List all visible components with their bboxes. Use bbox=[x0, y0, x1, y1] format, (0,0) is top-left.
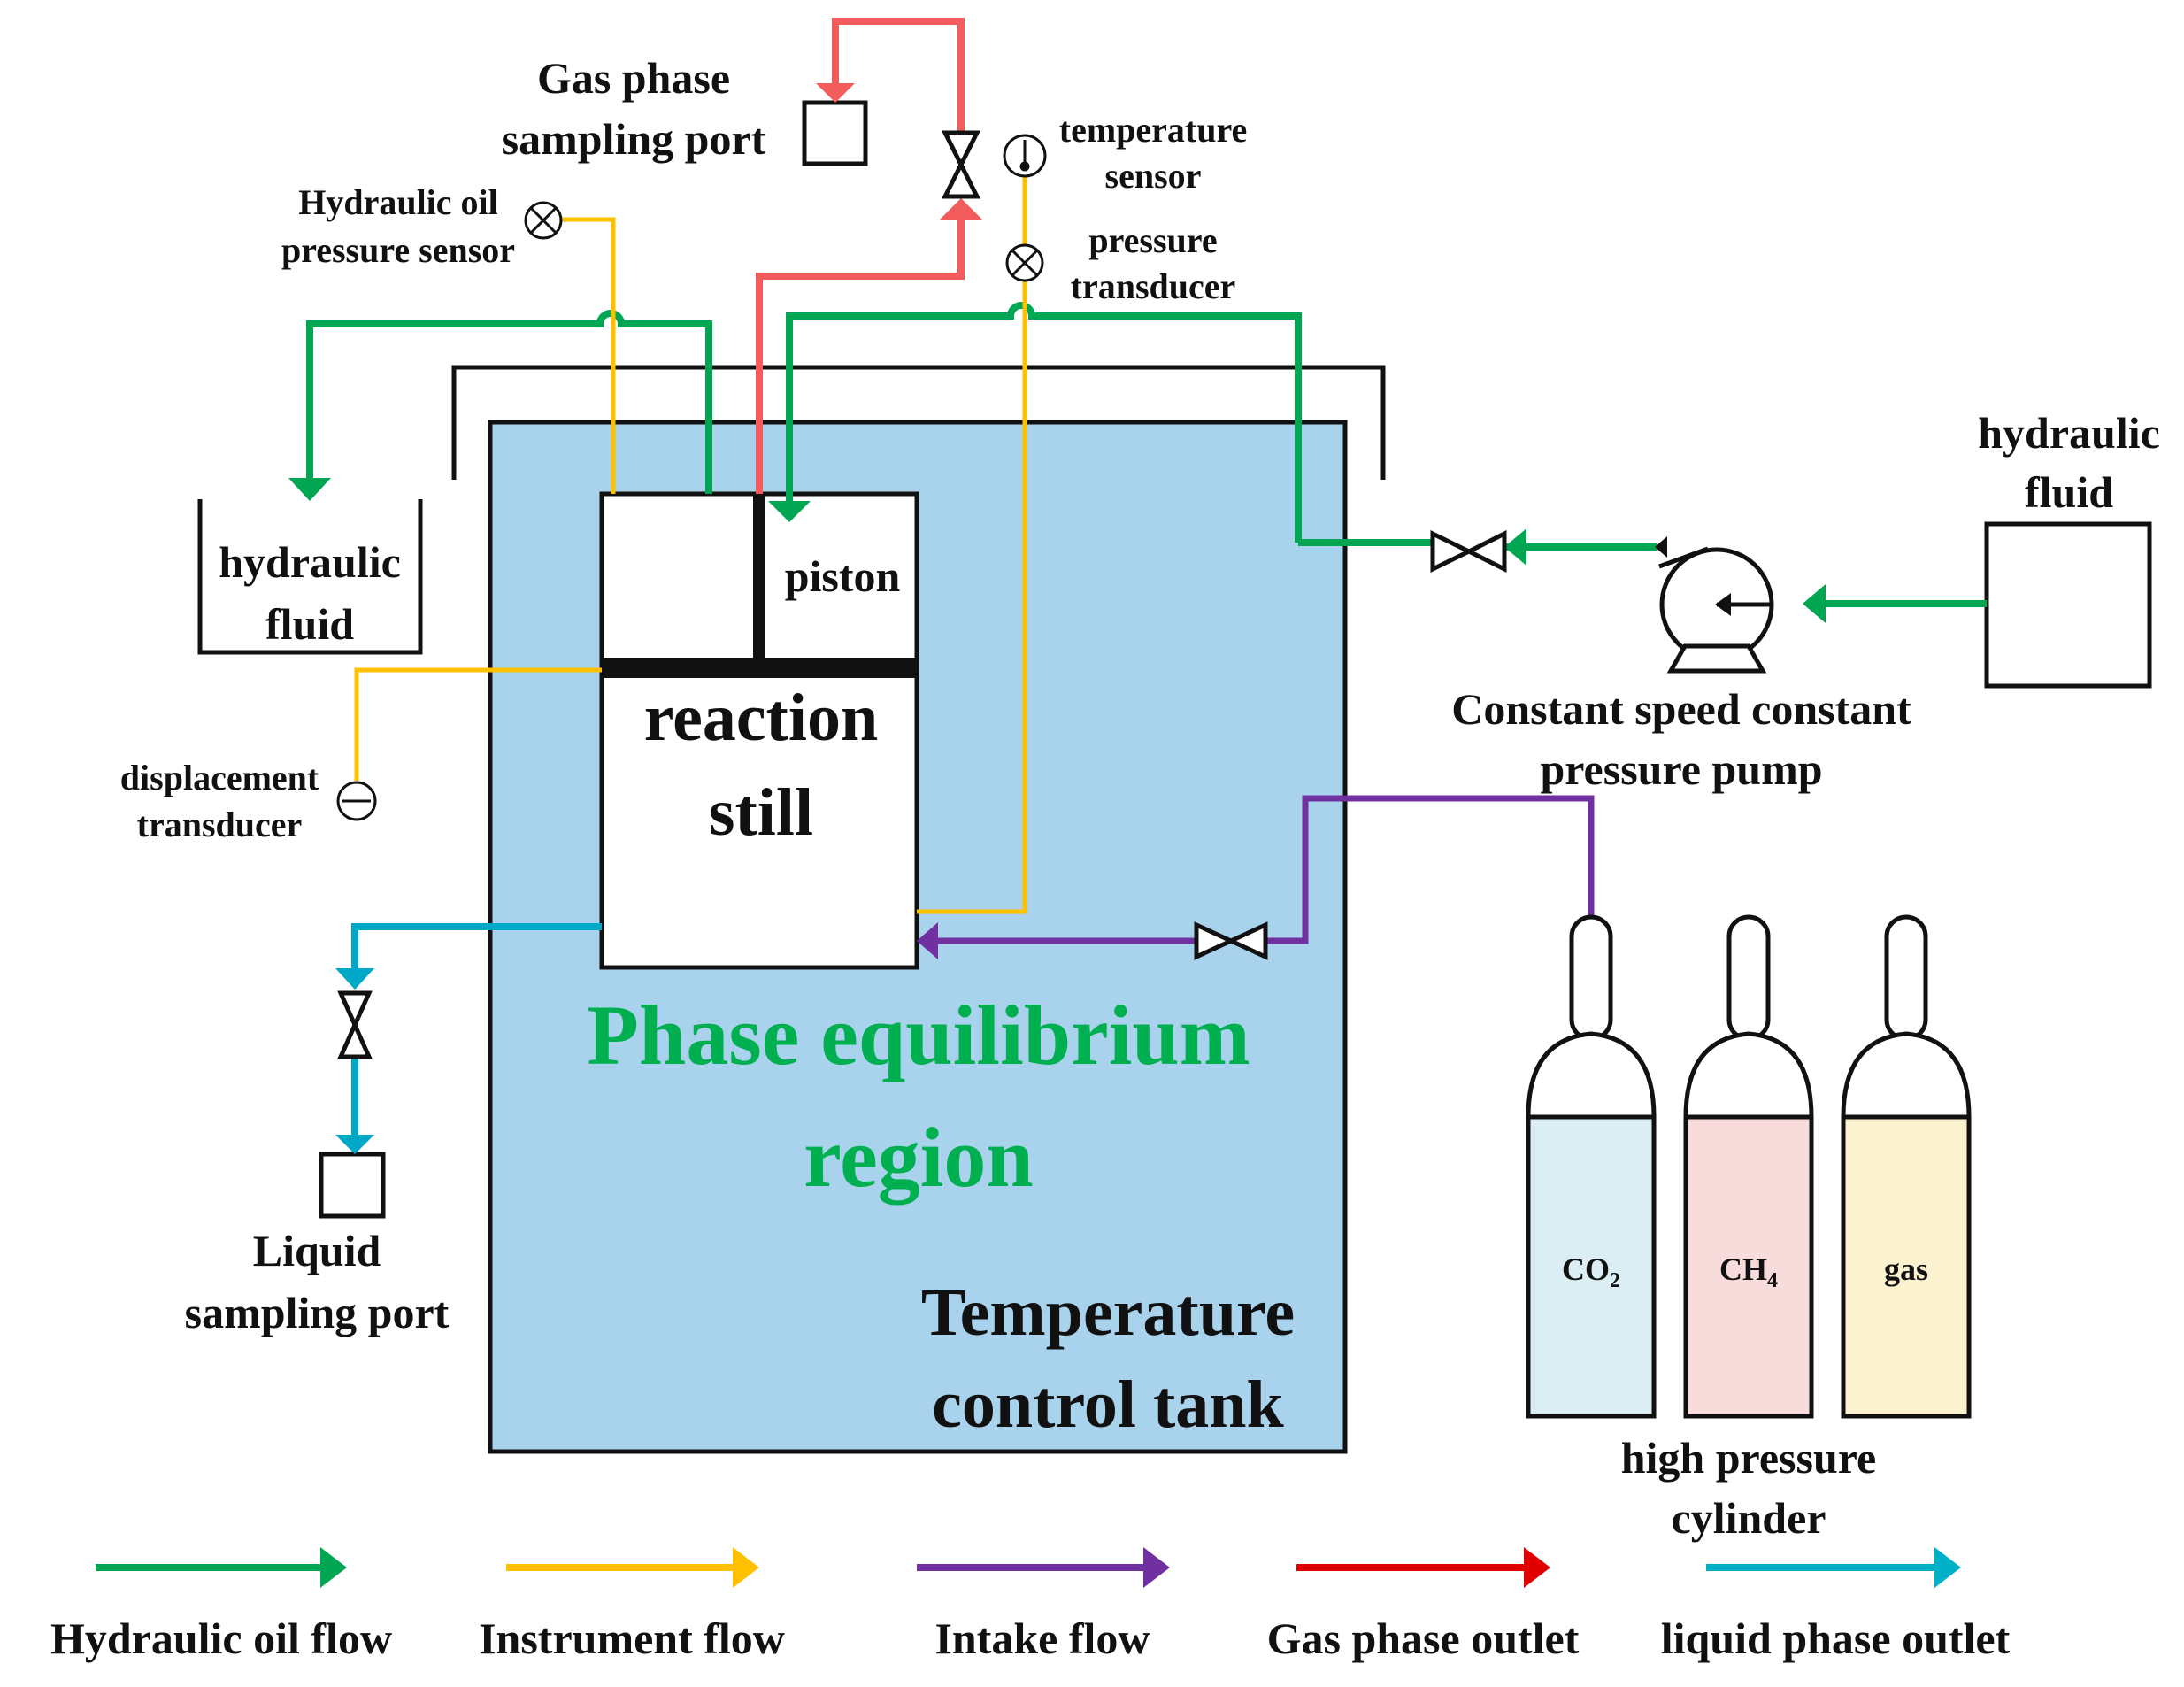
tank-lid bbox=[451, 365, 1386, 480]
hydraulic-fluid-right-label-1: hydraulic bbox=[1978, 408, 2160, 458]
constant-speed-pump bbox=[1658, 546, 1774, 674]
legend-arrow-instrument bbox=[733, 1547, 759, 1588]
hydraulic-fluid-reservoir-right bbox=[1984, 521, 2152, 689]
hydraulic-inlet-valve bbox=[1430, 529, 1507, 574]
gas-phase-sampling-port-label-2: sampling port bbox=[502, 114, 766, 164]
displacement-transducer-label-1: displacement bbox=[120, 758, 319, 797]
pump-label-2: pressure pump bbox=[1540, 744, 1822, 794]
hydraulic-oil-pressure-sensor-label-1: Hydraulic oil bbox=[298, 182, 498, 222]
legend-arrow-liquid-outlet bbox=[1934, 1547, 1961, 1588]
piston-rod bbox=[753, 494, 765, 662]
liquid-arrow-to-valve bbox=[335, 968, 374, 990]
displacement-transducer-label-2: transducer bbox=[137, 805, 303, 844]
hydraulic-oil-pressure-sensor-label-2: pressure sensor bbox=[281, 230, 515, 270]
gas-cylinder bbox=[1841, 914, 1972, 1419]
instrument-lines bbox=[354, 175, 1027, 914]
legend-label-hydraulic: Hydraulic oil flow bbox=[50, 1614, 392, 1663]
intake-valve bbox=[1194, 921, 1268, 960]
liquid-arrow-to-port bbox=[335, 1135, 374, 1154]
hydraulic-oil-lines bbox=[306, 302, 1987, 607]
gas-phase-sampling-port-label-1: Gas phase bbox=[537, 53, 730, 103]
arrow-to-left-reservoir bbox=[288, 478, 331, 501]
pressure-transducer-label-2: transducer bbox=[1071, 266, 1236, 306]
co2-label: CO2 bbox=[1562, 1252, 1620, 1292]
reaction-still-label-1: reaction bbox=[644, 681, 879, 755]
pressure-transducer bbox=[1005, 243, 1044, 282]
temperature-sensor bbox=[1003, 134, 1047, 178]
legend-arrow-hydraulic bbox=[320, 1547, 347, 1588]
co2-cylinder bbox=[1526, 914, 1657, 1419]
pump-label-1: Constant speed constant bbox=[1451, 684, 1911, 734]
phase-equilibrium-region-label-1: Phase equilibrium bbox=[587, 988, 1250, 1082]
gas-label: gas bbox=[1884, 1252, 1928, 1287]
pump-outlet-arrow bbox=[1655, 536, 1667, 558]
co2-cylinder-fill bbox=[1526, 1114, 1657, 1419]
gas-outlet-valve bbox=[941, 130, 981, 199]
reaction-still-label-2: still bbox=[709, 775, 813, 850]
high-pressure-cylinder-label-1: high pressure bbox=[1621, 1433, 1877, 1483]
liquid-sampling-port-label-1: Liquid bbox=[253, 1226, 381, 1275]
legend: Hydraulic oil flow Instrument flow Intak… bbox=[50, 1547, 2011, 1663]
hydraulic-fluid-reservoir-left bbox=[197, 499, 423, 655]
arrow-to-piston-chamber bbox=[768, 501, 811, 522]
intake-arrow-to-still bbox=[917, 922, 938, 959]
legend-label-intake: Intake flow bbox=[934, 1614, 1150, 1663]
hydraulic-oil-pressure-sensor bbox=[524, 201, 563, 240]
gas-outlet-arrow-to-port bbox=[816, 83, 855, 103]
hydraulic-fluid-left-label-1: hydraulic bbox=[219, 537, 401, 587]
liquid-phase-outlet-lines bbox=[351, 923, 602, 1136]
phase-equilibrium-region-label-2: region bbox=[804, 1110, 1034, 1205]
temperature-sensor-label-1: temperature bbox=[1059, 110, 1248, 150]
liquid-sampling-port-label-2: sampling port bbox=[185, 1288, 450, 1337]
legend-label-gas-outlet: Gas phase outlet bbox=[1267, 1614, 1580, 1663]
temperature-control-tank-label-2: control tank bbox=[932, 1367, 1284, 1442]
piston-label: piston bbox=[785, 551, 901, 601]
legend-label-liquid-outlet: liquid phase outlet bbox=[1661, 1614, 2011, 1663]
high-pressure-cylinder-label-2: cylinder bbox=[1672, 1493, 1826, 1543]
piston-plate bbox=[602, 658, 917, 678]
gas-cylinder-fill bbox=[1841, 1114, 1972, 1419]
hydraulic-fluid-left-label-2: fluid bbox=[265, 599, 354, 649]
gas-outlet-arrow-up bbox=[940, 198, 982, 220]
hydraulic-fluid-right-label-2: fluid bbox=[2025, 467, 2113, 517]
legend-label-instrument: Instrument flow bbox=[479, 1614, 785, 1663]
arrow-pump-to-valve bbox=[1504, 528, 1526, 566]
liquid-sampling-port bbox=[319, 1152, 386, 1219]
liquid-outlet-valve bbox=[337, 990, 373, 1059]
gas-phase-sampling-port bbox=[802, 100, 868, 166]
arrow-reservoir-to-pump bbox=[1803, 584, 1826, 623]
gas-phase-outlet-lines bbox=[756, 18, 965, 494]
legend-arrow-intake bbox=[1143, 1547, 1170, 1588]
pressure-transducer-label-1: pressure bbox=[1088, 220, 1217, 260]
ch4-cylinder-fill bbox=[1683, 1114, 1814, 1419]
ch4-label: CH4 bbox=[1719, 1252, 1778, 1292]
displacement-transducer bbox=[336, 781, 377, 821]
legend-arrow-gas-outlet bbox=[1524, 1547, 1550, 1588]
temperature-sensor-label-2: sensor bbox=[1105, 156, 1202, 196]
pump-inner-arrow-head bbox=[1715, 593, 1731, 616]
ch4-cylinder bbox=[1683, 914, 1814, 1419]
temperature-control-tank-label-1: Temperature bbox=[921, 1275, 1295, 1350]
intake-lines bbox=[936, 795, 1595, 944]
